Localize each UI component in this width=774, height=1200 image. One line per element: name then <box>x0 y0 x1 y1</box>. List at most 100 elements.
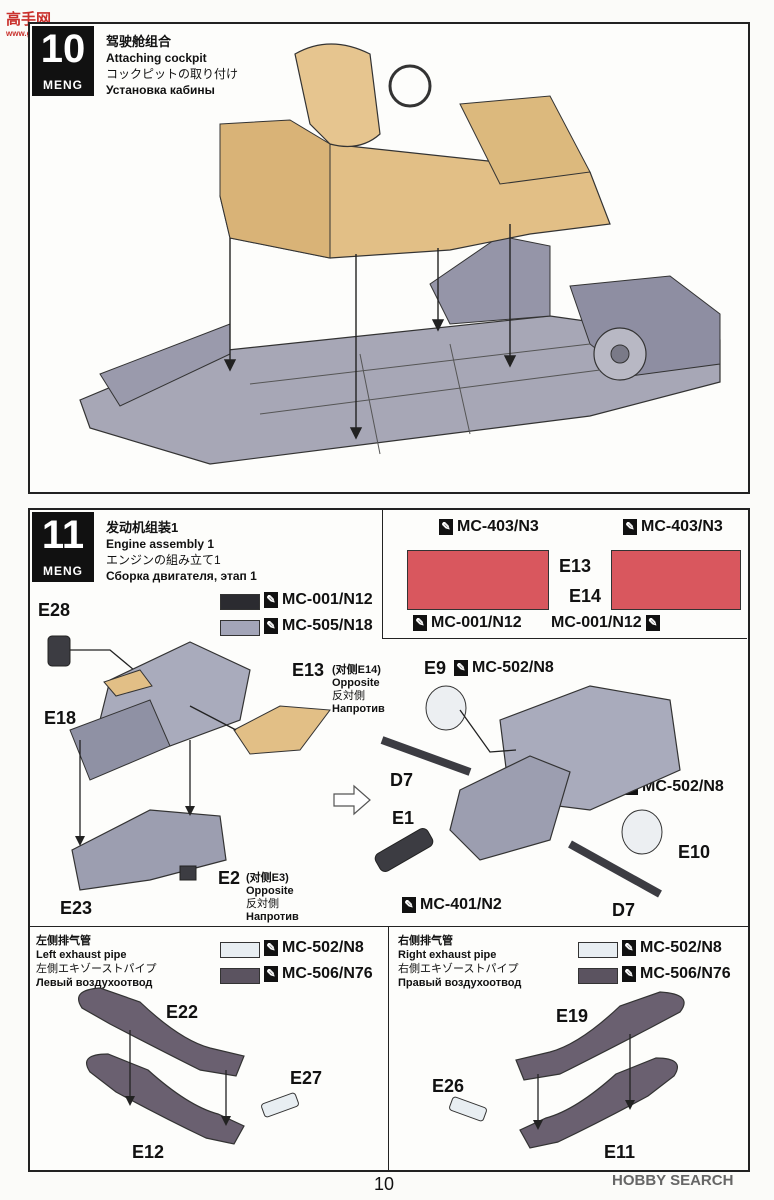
exhaust-left-label-c: E12 <box>132 1142 165 1162</box>
page-number: 10 <box>374 1174 395 1194</box>
e28-part <box>47 635 71 667</box>
brush-icon: ✎ <box>645 614 660 631</box>
gearbox <box>449 755 571 861</box>
step11-title-en: Engine assembly 1 <box>106 537 215 551</box>
step11-title-cn: 发动机组装1 <box>106 520 179 535</box>
exhaust-right-title-jp: 右側エキゾーストパイプ <box>398 963 519 975</box>
exhaust-right-upper-pipe <box>515 991 685 1081</box>
brush-icon: ✎ <box>264 965 278 982</box>
e2-note-jp: 反対側 <box>246 898 279 910</box>
exhaust-right-paint-2-text: MC-506/N76 <box>640 965 731 982</box>
valve-cover-insets: ✎MC-403/N3 E13 ✎MC-001/N12 ✎MC-403/N3 E1… <box>382 510 747 639</box>
exhaust-left-title-ru: Левый воздухоотвод <box>36 977 153 989</box>
exhaust-right-label-a: E19 <box>556 1006 589 1026</box>
paint-code-2: ✎MC-505/N18 <box>264 617 373 635</box>
step11-panel: 11 MENG 发动机组装1 Engine assembly 1 エンジンの組み… <box>28 508 750 1172</box>
exhaust-right-label-c: E11 <box>604 1142 636 1162</box>
exhaust-right-title-en: Right exhaust pipe <box>398 949 497 961</box>
part-label-e9: E9 <box>424 658 447 678</box>
step11-number: 11 <box>41 513 85 557</box>
e9-paint: ✎MC-502/N8 <box>454 659 554 677</box>
footer-brand: HOBBY SEARCH <box>612 1172 734 1189</box>
e2-note-cn: (对侧E3) <box>246 872 289 884</box>
step10-brand: MENG <box>43 78 83 92</box>
e9-paint-text: MC-502/N8 <box>472 659 554 676</box>
exhaust-left-paint-2-text: MC-506/N76 <box>282 965 373 982</box>
exhaust-left-title-jp: 左側エキゾーストパイプ <box>36 963 157 975</box>
brush-icon: ✎ <box>402 896 416 913</box>
e1-paint: ✎MC-401/N2 <box>402 896 502 914</box>
exhaust-right-paint-2: ✎MC-506/N76 <box>622 965 731 983</box>
e13-note-ru: Напротив <box>332 703 385 715</box>
inset-right-paint-top: ✎MC-403/N3 <box>623 518 723 536</box>
exhaust-left-tip <box>261 1092 299 1118</box>
e2-part <box>179 865 197 881</box>
inset-right-paint-bottom: MC-001/N12✎ <box>551 614 664 632</box>
e13-cover <box>233 705 331 755</box>
brush-icon: ✎ <box>413 614 427 631</box>
brush-icon: ✎ <box>264 939 278 956</box>
step10-number: 10 <box>40 27 86 71</box>
d7-shaft-left <box>380 736 472 776</box>
part-label-e23: E23 <box>60 898 93 918</box>
brush-icon: ✎ <box>623 518 637 535</box>
step11-illustration <box>47 635 681 898</box>
exhaust-left-title-en: Left exhaust pipe <box>36 949 127 961</box>
exhaust-left-paint-1-text: MC-502/N8 <box>282 939 364 956</box>
exhaust-right-title-ru: Правый воздухоотвод <box>398 977 522 989</box>
exhaust-right-paint-1: ✎MC-502/N8 <box>622 939 722 957</box>
exhaust-right-label-b: E26 <box>432 1076 465 1096</box>
exhaust-left-lower-pipe <box>86 1053 245 1145</box>
e13-note-jp: 反対側 <box>332 690 365 702</box>
e18-intake <box>69 699 171 781</box>
paint-code-1-text: MC-001/N12 <box>282 591 373 608</box>
inset-left-part-label: E13 <box>559 556 592 576</box>
inset-left-red-part <box>407 550 549 610</box>
chassis-rear-hump <box>429 235 551 325</box>
part-label-d7a: D7 <box>390 770 414 790</box>
step10-title: 驾驶舱组合 Attaching cockpit コックピットの取り付け Уста… <box>106 34 238 98</box>
brush-icon: ✎ <box>622 965 636 982</box>
e13-note: (对侧E14) Opposite 反対側 Напротив <box>332 664 385 716</box>
exhaust-divider-h <box>30 926 748 927</box>
inset-right-paint-bottom-text: MC-001/N12 <box>551 614 642 631</box>
exhaust-left-paint-1: ✎MC-502/N8 <box>264 939 364 957</box>
part-label-e28: E28 <box>38 600 71 620</box>
step11-title-jp: エンジンの組み立て1 <box>106 553 221 567</box>
e13-note-cn: (对侧E14) <box>332 664 381 676</box>
brake-hub <box>610 344 630 364</box>
part-label-e13: E13 <box>292 660 325 680</box>
cockpit-front-wall <box>219 119 331 259</box>
e10-part <box>621 809 663 855</box>
e9-part <box>425 685 467 731</box>
part-label-e1: E1 <box>392 808 415 828</box>
e2-note: (对侧E3) Opposite 反対側 Напротив <box>246 872 299 924</box>
exhaust-left-title-cn: 左侧排气管 <box>36 935 91 947</box>
step11-title-ru: Сборка двигателя, этап 1 <box>106 569 257 583</box>
e2-note-en: Opposite <box>246 885 294 897</box>
exhaust-right-swatch-2 <box>578 968 618 984</box>
brush-icon: ✎ <box>264 591 278 608</box>
brush-icon: ✎ <box>439 518 453 535</box>
part-label-e2: E2 <box>218 868 241 888</box>
step11-title: 发动机组装1 Engine assembly 1 エンジンの組み立て1 Сбор… <box>106 520 257 584</box>
exhaust-divider-v <box>388 926 389 1170</box>
exhaust-right-paint-1-text: MC-502/N8 <box>640 939 722 956</box>
brush-icon: ✎ <box>622 939 636 956</box>
step10-number-badge: 10 MENG <box>32 26 94 96</box>
inset-left-paint-top: ✎MC-403/N3 <box>439 518 539 536</box>
exhaust-left-paint-2: ✎MC-506/N76 <box>264 965 373 983</box>
step10-panel: 10 MENG 驾驶舱组合 Attaching cockpit コックピットの取… <box>28 22 750 494</box>
e2-note-ru: Напротив <box>246 911 299 923</box>
exhaust-left-label-a: E22 <box>166 1002 199 1022</box>
cockpit-console <box>459 95 591 185</box>
step10-title-cn: 驾驶舱组合 <box>106 34 172 49</box>
step11-number-badge: 11 MENG <box>32 512 94 582</box>
step11-brand: MENG <box>43 564 83 578</box>
inset-right-part-label: E14 <box>569 586 602 606</box>
step10-illustration <box>79 43 721 465</box>
exhaust-right-lower-pipe <box>519 1057 678 1149</box>
inset-right-red-part <box>611 550 741 610</box>
e23-lower <box>71 809 227 891</box>
exhaust-left-title: 左侧排气管 Left exhaust pipe 左側エキゾーストパイプ Левы… <box>36 934 156 990</box>
